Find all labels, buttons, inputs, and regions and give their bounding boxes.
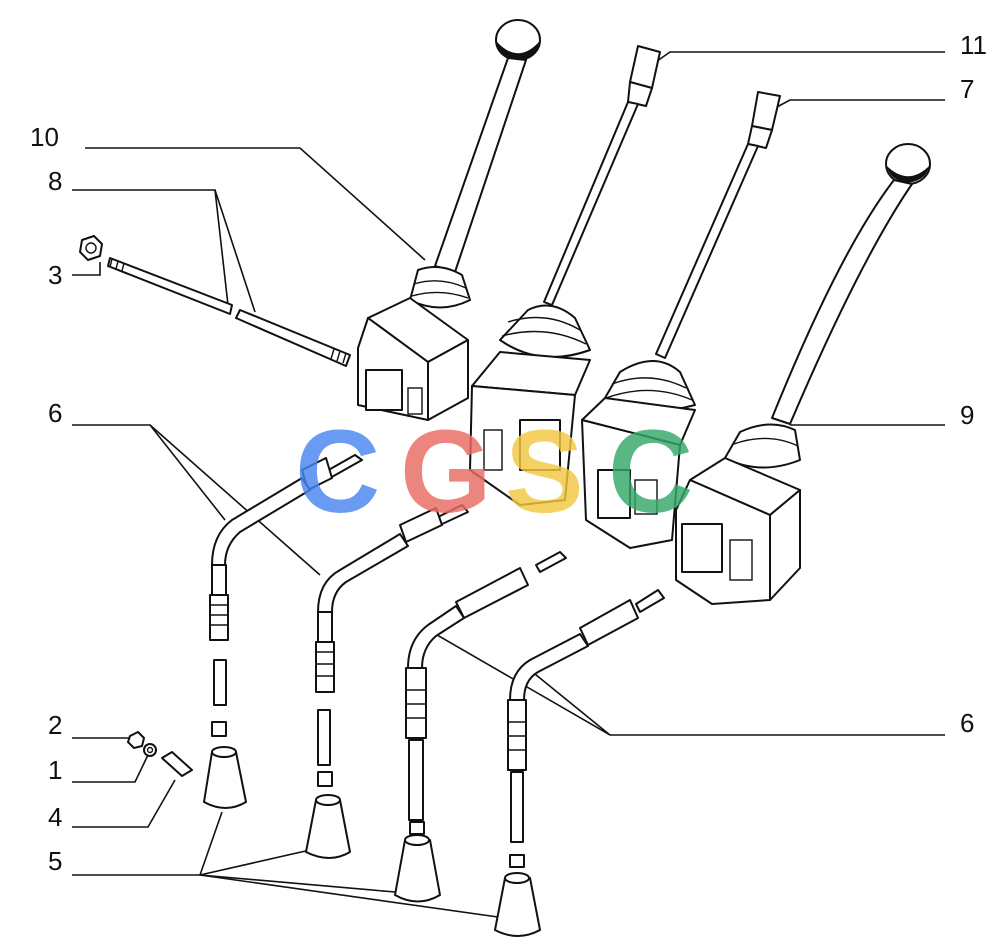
control-cable-2 xyxy=(315,504,469,787)
watermark-letter-4: C xyxy=(608,406,693,538)
control-cable-3 xyxy=(405,551,567,835)
control-cable-1 xyxy=(209,454,363,737)
callout-8: 8 xyxy=(48,166,63,196)
watermark: C G S C xyxy=(295,406,693,538)
control-cable-4 xyxy=(507,589,665,868)
callout-4: 4 xyxy=(48,802,63,832)
small-nut xyxy=(127,731,145,749)
callout-5: 5 xyxy=(48,846,63,876)
knob-4 xyxy=(494,872,541,937)
rod-nut xyxy=(79,235,103,261)
callout-3: 3 xyxy=(48,260,63,290)
tie-rod xyxy=(107,257,351,367)
callout-7: 7 xyxy=(960,74,975,104)
joystick-tube-handle-center-left xyxy=(469,45,661,506)
callout-9: 9 xyxy=(960,400,975,430)
knob-2 xyxy=(305,794,351,859)
callout-6-left: 6 xyxy=(48,398,63,428)
callout-1: 1 xyxy=(48,755,63,785)
callout-10: 10 xyxy=(30,122,59,152)
watermark-letter-3: S xyxy=(505,406,584,538)
callout-11: 11 xyxy=(960,30,987,60)
washer xyxy=(143,743,157,757)
knob-3 xyxy=(394,834,441,903)
watermark-letter-2: G xyxy=(400,406,492,538)
joystick-ball-knob-left xyxy=(357,19,541,421)
knob-1 xyxy=(203,746,247,809)
callout-6-right: 6 xyxy=(960,708,975,738)
joystick-ball-knob-right xyxy=(675,143,931,605)
joystick-tube-handle-center-right xyxy=(581,91,781,549)
watermark-letter-1: C xyxy=(295,406,380,538)
pin xyxy=(161,751,193,777)
callout-2: 2 xyxy=(48,710,63,740)
